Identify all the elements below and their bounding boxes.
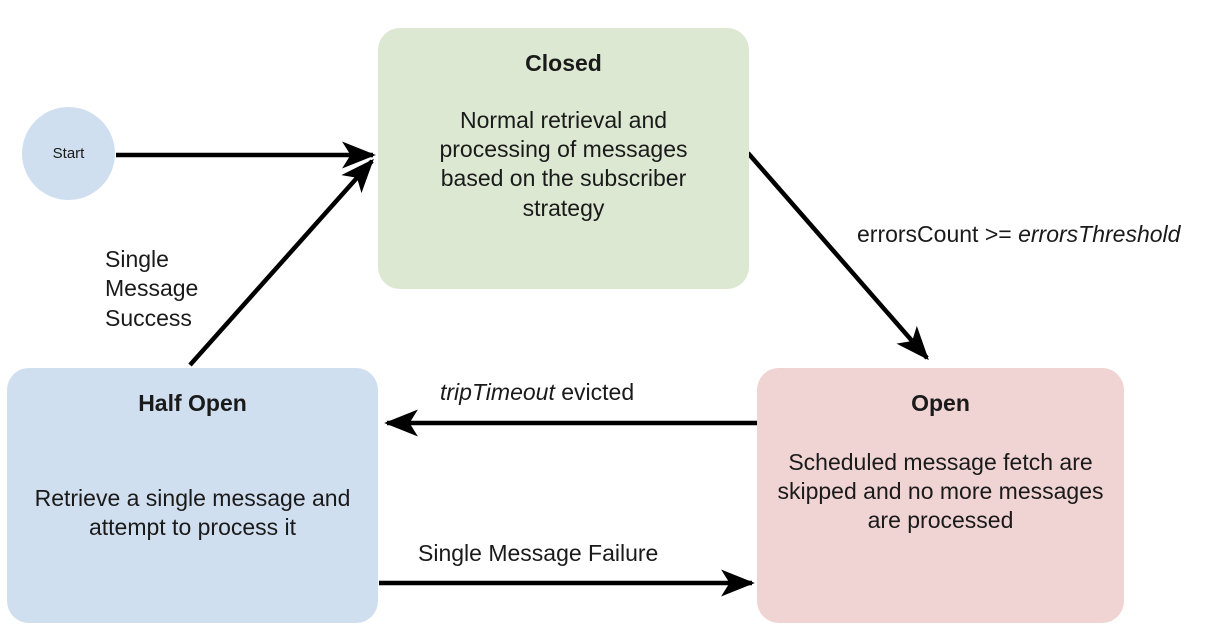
- state-node-start[interactable]: Start: [22, 107, 115, 200]
- state-node-half-open[interactable]: Half Open Retrieve a single message and …: [7, 368, 378, 623]
- edge-label-errors-threshold: errorsCount >= errorsThreshold: [857, 220, 1180, 249]
- edge-label-trip-timeout-plain: evicted: [554, 379, 635, 405]
- edge-label-single-message-failure: Single Message Failure: [418, 540, 659, 566]
- state-node-half-open-description: Retrieve a single message and attempt to…: [34, 484, 351, 541]
- edge-label-trip-timeout-italic: tripTimeout: [440, 379, 555, 405]
- edge-label-single-message-success: Single Message Success: [105, 246, 199, 331]
- state-node-start-label: Start: [52, 144, 85, 162]
- state-node-open[interactable]: Open Scheduled message fetch are skipped…: [757, 368, 1124, 623]
- edge-label-trip-timeout-evicted: tripTimeout evicted: [440, 378, 634, 407]
- edge-closed-to-open: [746, 151, 929, 361]
- state-node-closed-title: Closed: [525, 50, 602, 76]
- state-node-open-description: Scheduled message fetch are skipped and …: [777, 448, 1104, 534]
- state-node-open-title: Open: [911, 390, 970, 416]
- state-node-half-open-title: Half Open: [138, 390, 247, 416]
- edge-label-errors-threshold-italic: errorsThreshold: [1018, 221, 1181, 247]
- state-node-closed[interactable]: Closed Normal retrieval and processing o…: [378, 28, 749, 289]
- state-node-closed-description: Normal retrieval and processing of messa…: [439, 106, 688, 221]
- edge-label-errors-threshold-plain: errorsCount >=: [857, 221, 1019, 247]
